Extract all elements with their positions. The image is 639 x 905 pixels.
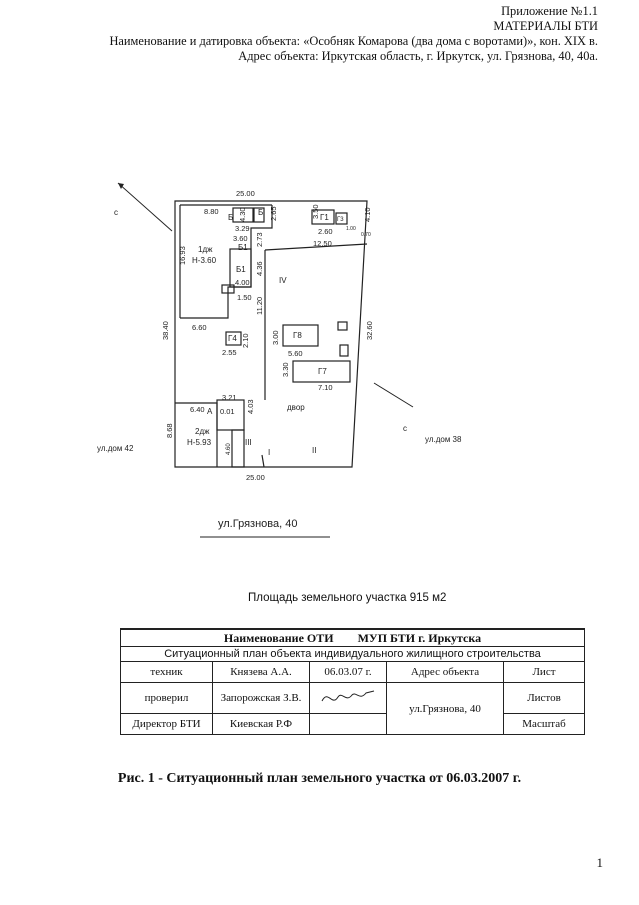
land-area: Площадь земельного участка 915 м2 — [248, 592, 447, 604]
dim-265: 2.65 — [269, 206, 278, 221]
address-value: ул.Грязнова, 40 — [386, 682, 504, 735]
dim-001: 0.01 — [220, 407, 235, 416]
sheets-label: Листов — [503, 682, 585, 714]
dim-868: 8.68 — [165, 423, 174, 438]
dim-640: 6.40 — [190, 405, 205, 414]
label-g8: Г8 — [293, 331, 302, 340]
label-g3: Г3 — [337, 217, 344, 223]
role-director: Директор БТИ — [120, 713, 213, 735]
name-technician: Князева А.А. — [212, 661, 310, 683]
label-g7: Г7 — [318, 367, 327, 376]
address-label: Адрес объекта — [386, 661, 504, 683]
label-b-left: Б — [228, 213, 233, 222]
label-a: А — [207, 407, 213, 416]
scale-label: Масштаб — [503, 713, 585, 735]
appendix-label: Приложение №1.1 — [501, 4, 598, 18]
dim-360: 3.60 — [233, 234, 248, 243]
dim-070: 0.70 — [361, 232, 371, 238]
dim-460: 4.60 — [226, 443, 232, 455]
dim-300: 3.00 — [271, 330, 280, 345]
north-left: с — [114, 208, 118, 217]
object-address: Адрес объекта: Иркутская область, г. Ирк… — [238, 49, 598, 63]
label-house1: 1дж — [198, 245, 213, 254]
dim-330: 3.30 — [281, 362, 290, 377]
label-yard: двор — [287, 403, 305, 412]
role-checker: проверил — [120, 682, 213, 714]
dim-top: 25.00 — [236, 189, 255, 198]
materials-title: МАТЕРИАЛЫ БТИ — [493, 19, 598, 33]
title-block: Наименование ОТИ МУП БТИ г. Иркутска Сит… — [120, 628, 585, 735]
north-right: с — [403, 424, 407, 433]
label-b1: Б1 — [236, 265, 246, 274]
dim-150: 1.50 — [237, 293, 252, 302]
figure-caption: Рис. 1 - Ситуационный план земельного уч… — [117, 771, 522, 786]
dim-260: 2.60 — [318, 227, 333, 236]
dim-436: 4.36 — [255, 261, 264, 276]
dim-560: 5.60 — [288, 349, 303, 358]
dim-273: 2.73 — [255, 232, 264, 247]
org-row: Наименование ОТИ МУП БТИ г. Иркутска — [120, 628, 585, 647]
label-house2: 2дж — [195, 427, 210, 436]
role-technician: техник — [120, 661, 213, 683]
page-number: 1 — [596, 855, 604, 870]
dim-410: 4.10 — [363, 207, 372, 222]
label-house2-height: Н-5.93 — [187, 438, 212, 447]
dim-bottom: 25.00 — [246, 473, 265, 482]
name-director: Киевская Р.Ф — [212, 713, 310, 735]
dim-350: 3.50 — [311, 204, 320, 219]
label-iii: III — [245, 438, 252, 447]
dim-880: 8.80 — [204, 207, 219, 216]
dim-3840: 38.40 — [161, 321, 170, 340]
dim-403: 4.03 — [246, 399, 255, 414]
signature-mark — [321, 690, 375, 701]
label-b-right: Б — [258, 208, 263, 217]
dim-1120: 11.20 — [255, 297, 264, 315]
dim-430: 4.30 — [238, 207, 247, 222]
sheet-label: Лист — [503, 661, 585, 683]
org-title: Наименование ОТИ — [223, 630, 334, 645]
label-iv: IV — [279, 276, 287, 285]
object-name: Наименование и датировка объекта: «Особн… — [109, 34, 598, 48]
label-b1-top: Б1 — [238, 243, 248, 252]
label-g4: Г4 — [228, 334, 237, 343]
dim-255: 2.55 — [222, 348, 237, 357]
empty-cell — [309, 713, 387, 735]
dim-100: 1.00 — [346, 226, 356, 232]
dim-1693: 16.93 — [178, 246, 187, 265]
dim-329: 3.29 — [235, 224, 250, 233]
dim-3260: 32.60 — [365, 321, 374, 340]
dim-321: 3.21 — [222, 393, 237, 402]
label-g1: Г1 — [320, 213, 329, 222]
street-label: ул.Грязнова, 40 — [218, 518, 297, 530]
dim-710: 7.10 — [318, 383, 333, 392]
neighbor-right: ул.дом 38 — [425, 435, 462, 444]
dim-400: 4.00 — [235, 278, 250, 287]
dim-1250: 12.50 — [313, 239, 332, 248]
date: 06.03.07 г. — [309, 661, 387, 683]
label-ii: II — [312, 446, 316, 455]
label-house1-height: Н-3.60 — [192, 256, 217, 265]
doc-title: Ситуационный план объекта индивидуальног… — [120, 646, 585, 662]
name-checker: Запорожская З.В. — [212, 682, 310, 714]
org-name: МУП БТИ г. Иркутска — [357, 630, 482, 645]
label-i: I — [268, 448, 270, 457]
neighbor-left: ул.дом 42 — [97, 444, 134, 453]
signature — [309, 682, 387, 714]
dim-660: 6.60 — [192, 323, 207, 332]
dim-210: 2.10 — [241, 333, 250, 348]
